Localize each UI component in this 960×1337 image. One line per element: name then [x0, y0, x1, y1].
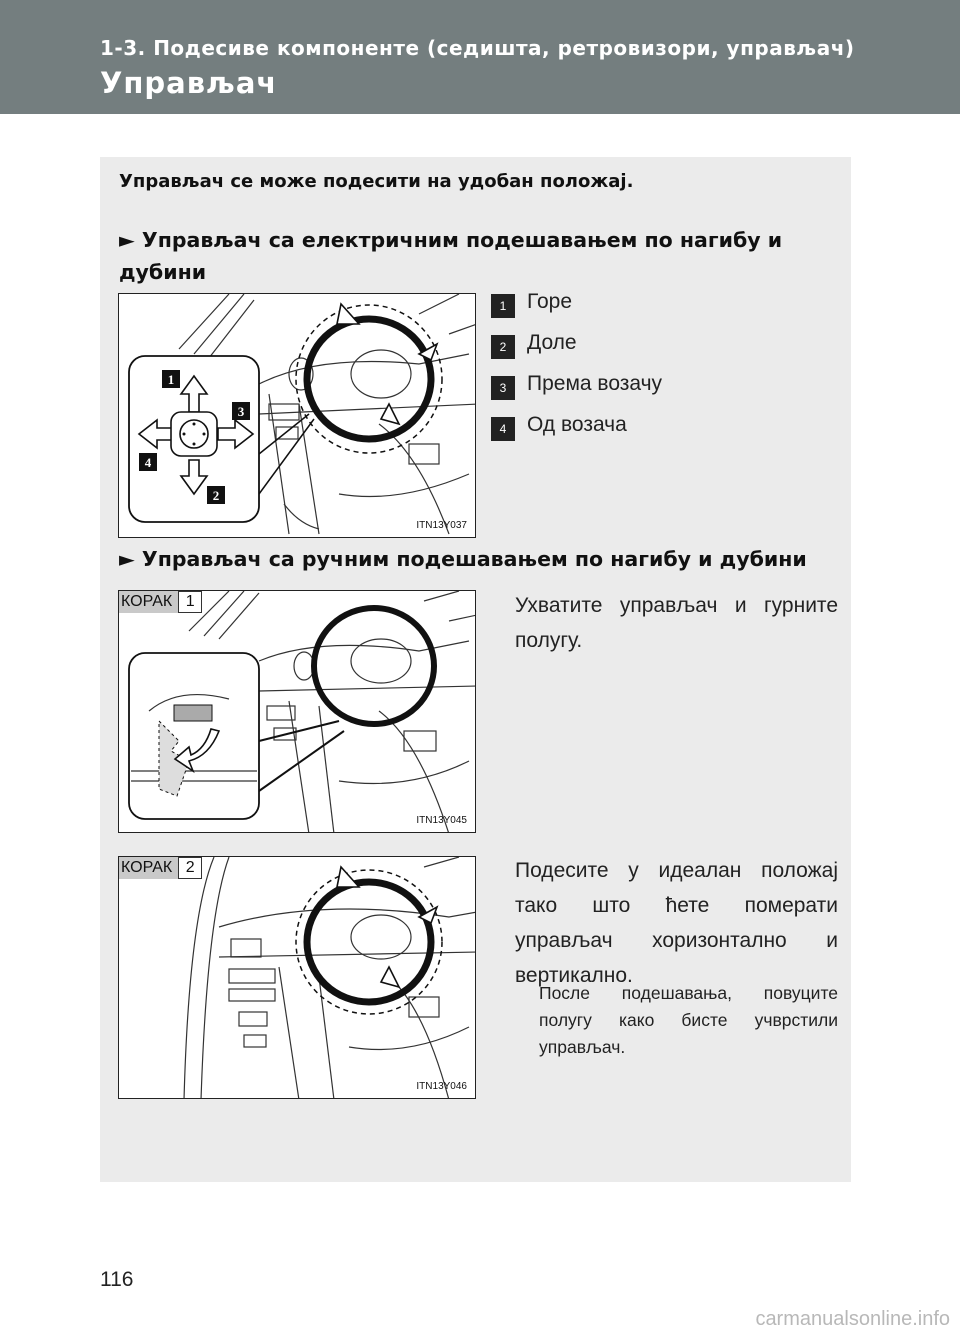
step1-badge: КОРАК 1 — [119, 591, 203, 613]
step-number: 2 — [178, 857, 203, 879]
step-word: КОРАК — [121, 593, 173, 610]
intro-text: Управљач се може подесити на удобан поло… — [119, 171, 634, 192]
callout-markers: 1 2 3 4 — [139, 370, 250, 504]
watermark: carmanualsonline.info — [755, 1308, 950, 1330]
callout-1: 1 — [168, 372, 175, 387]
step2-illustration: КОРАК 2 ITN13Y046 — [118, 856, 476, 1099]
callout-2: 2 — [213, 488, 220, 503]
figure-code: ITN13Y037 — [416, 520, 467, 531]
page-title: Управљач — [100, 66, 278, 100]
section-title: 1-3. Подесиве компоненте (седишта, ретро… — [100, 36, 855, 60]
step2-badge: КОРАК 2 — [119, 857, 203, 879]
legend-number: 3 — [491, 376, 515, 400]
legend-label: Доле — [527, 331, 577, 354]
legend-number: 1 — [491, 294, 515, 318]
manual-steering-heading: ► Управљач са ручним подешавањем по наги… — [119, 547, 807, 571]
step2-text: Подесите у идеалан положај тако што ћете… — [515, 859, 838, 987]
steering-diagram-2 — [128, 591, 475, 832]
step1-text: Ухватите управљач и гурните полугу. — [515, 594, 838, 652]
legend-label: Горе — [527, 290, 573, 313]
power-steering-heading: ► Управљач са електричним подешавањем по… — [119, 228, 783, 284]
step1-illustration: КОРАК 1 ITN13Y045 — [118, 590, 476, 833]
step-number: 1 — [178, 591, 203, 613]
legend-label: Према возачу — [527, 372, 663, 395]
legend-number: 2 — [491, 335, 515, 359]
page-number: 116 — [100, 1268, 134, 1291]
legend-label: Од возача — [527, 413, 627, 436]
legend-number: 4 — [491, 417, 515, 441]
page-header: 1-3. Подесиве компоненте (седишта, ретро… — [0, 0, 960, 114]
callout-3: 3 — [238, 404, 245, 419]
figure-code: ITN13Y046 — [416, 1081, 467, 1092]
figure-code: ITN13Y045 — [416, 815, 467, 826]
steering-diagram-3 — [183, 857, 475, 1098]
power-steering-illustration: 1 2 3 4 ITN13Y037 — [118, 293, 476, 538]
step-word: КОРАК — [121, 859, 173, 876]
step2-note: После подешавања, повуците полугу како б… — [539, 983, 838, 1057]
callout-4: 4 — [145, 455, 152, 470]
steering-diagram-1: 1 2 3 4 — [128, 294, 475, 535]
